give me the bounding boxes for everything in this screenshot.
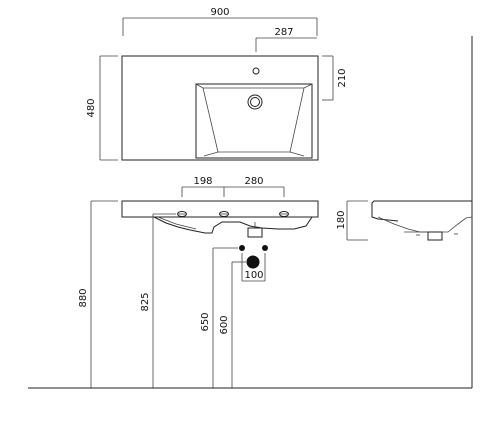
drain-trap [247, 227, 263, 238]
drain-inner [250, 97, 260, 107]
fixing-hole-left [177, 211, 187, 217]
front-view: 198 280 100 880 825 [78, 176, 319, 388]
dim-faucet-offset: 287 [274, 27, 293, 38]
drain-outlet [246, 255, 260, 269]
fixing-hole-right [279, 211, 289, 217]
dim-fixing-height: 825 [140, 292, 151, 311]
dim-basin-height: 180 [336, 210, 347, 229]
top-view: 900 287 480 210 [86, 7, 348, 161]
dim-hole-spacing: 280 [244, 176, 263, 187]
side-view: 180 [336, 200, 473, 241]
water-inlet-right [262, 245, 268, 251]
fixing-hole-middle [219, 211, 229, 217]
water-inlet-left [239, 245, 245, 251]
basin-front-slab [121, 200, 319, 218]
basin-top-outline [121, 55, 319, 161]
bowl-front-profile [153, 216, 313, 234]
dim-mount-height: 880 [78, 288, 89, 307]
dim-bowl-depth: 210 [337, 68, 348, 87]
dim-depth-total: 480 [86, 98, 97, 117]
bowl-outline [195, 83, 313, 159]
dim-water-spacing: 100 [244, 270, 263, 281]
dim-left-offset: 198 [193, 176, 212, 187]
faucet-hole [252, 67, 260, 75]
dim-drain-height: 650 [200, 312, 211, 331]
dim-width-total: 900 [210, 7, 229, 18]
dim-water-height: 600 [219, 315, 230, 334]
side-drain-trap [427, 231, 443, 241]
basin-side-profile [371, 200, 472, 222]
drain-outer [247, 94, 263, 110]
